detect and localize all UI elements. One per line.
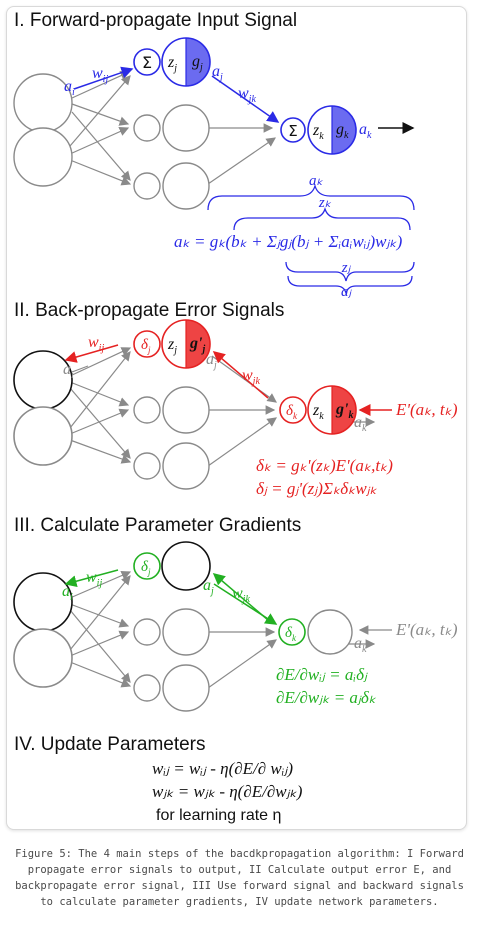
figure-card bbox=[6, 6, 467, 830]
gradient-formula-1: ∂E/∂wᵢⱼ = aᵢδⱼ bbox=[276, 665, 368, 684]
forward-neuron-k: Σ zk gk bbox=[280, 105, 357, 155]
label-error: E'(aₖ, tₖ) bbox=[395, 620, 458, 639]
forward-input-neurons bbox=[13, 73, 73, 187]
section-1-title: I. Forward-propagate Input Signal bbox=[14, 10, 297, 31]
forward-hidden-neurons bbox=[133, 104, 210, 210]
label-ai: ai bbox=[63, 361, 74, 381]
update-formula-2: wⱼₖ = wⱼₖ - η(∂E/∂wⱼₖ) bbox=[152, 782, 303, 801]
backward-network-edges bbox=[69, 347, 376, 467]
backward-formula-2: δⱼ = gⱼ'(zⱼ)Σₖδₖwⱼₖ bbox=[256, 479, 378, 498]
label-ai: ai bbox=[64, 78, 75, 98]
brace-ak: aₖ bbox=[309, 173, 324, 189]
forward-network-edges bbox=[69, 71, 276, 186]
section-4-title: IV. Update Parameters bbox=[14, 734, 206, 755]
label-wij: wij bbox=[88, 334, 104, 354]
svg-text:δj: δj bbox=[141, 337, 151, 355]
backward-formula-1: δₖ = gₖ'(zₖ)E'(aₖ,tₖ) bbox=[256, 456, 393, 475]
backward-labels: wij ai aj wjk ak E'(aₖ, tₖ) bbox=[63, 334, 458, 434]
label-ai: ai bbox=[62, 583, 73, 603]
brace-zk: zₖ bbox=[318, 195, 332, 211]
label-error: E'(aₖ, tₖ) bbox=[395, 400, 458, 419]
svg-text:gj: gj bbox=[192, 53, 203, 73]
brace-zj: zⱼ bbox=[341, 260, 352, 276]
svg-text:δj: δj bbox=[141, 559, 151, 577]
label-ak: ak bbox=[354, 635, 367, 655]
svg-text:gk: gk bbox=[336, 121, 349, 141]
section-2-title: II. Back-propagate Error Signals bbox=[14, 300, 284, 321]
svg-text:δk: δk bbox=[285, 625, 297, 643]
brace-aj-shape bbox=[287, 275, 413, 296]
label-wjk: wjk bbox=[242, 367, 260, 387]
svg-text:δk: δk bbox=[286, 403, 298, 421]
gradient-neuron-k: δk bbox=[278, 618, 306, 646]
update-formula-1: wᵢⱼ = wᵢⱼ - η(∂E/∂ wᵢⱼ) bbox=[152, 759, 293, 778]
svg-text:zk: zk bbox=[312, 122, 324, 142]
label-aj: aj bbox=[212, 63, 223, 83]
backprop-diagram: I. Forward-propagate Input Signal Σ zj g… bbox=[13, 10, 458, 824]
gradient-formula-2: ∂E/∂wⱼₖ = aⱼδₖ bbox=[276, 688, 377, 707]
gradient-network-edges bbox=[69, 570, 392, 689]
backward-input-neurons bbox=[13, 350, 73, 466]
label-wjk: wjk bbox=[232, 585, 250, 605]
label-ak: ak bbox=[354, 414, 367, 434]
forward-neuron-j: Σ zj gj bbox=[133, 37, 211, 87]
label-wij: wij bbox=[86, 569, 102, 589]
sum-symbol-j: Σ bbox=[142, 53, 152, 72]
forward-formula: aₖ = gₖ(bₖ + Σⱼgⱼ(bⱼ + Σᵢaᵢwᵢⱼ)wⱼₖ) bbox=[174, 232, 403, 251]
backward-hidden-neurons bbox=[133, 386, 210, 490]
svg-text:zk: zk bbox=[312, 402, 324, 422]
svg-text:g'j: g'j bbox=[189, 335, 205, 355]
gradient-input-neurons bbox=[13, 572, 73, 688]
forward-signal-arrows bbox=[73, 66, 415, 134]
section-3-title: III. Calculate Parameter Gradients bbox=[14, 515, 301, 536]
gradient-neuron-j: δj bbox=[133, 541, 211, 591]
gradient-hidden-neurons bbox=[133, 608, 353, 712]
forward-labels: ai wij aj wjk ak bbox=[64, 63, 372, 141]
label-wjk: wjk bbox=[238, 85, 256, 105]
backward-neuron-k: δk zk g'k bbox=[279, 385, 357, 435]
backward-error-arrows bbox=[64, 344, 392, 416]
label-wij: wij bbox=[92, 65, 108, 85]
svg-text:zj: zj bbox=[167, 54, 177, 74]
sum-symbol-k: Σ bbox=[288, 122, 297, 140]
gradient-labels: wij ai aj wjk ak E'(aₖ, tₖ) bbox=[62, 569, 458, 655]
update-note: for learning rate η bbox=[156, 807, 281, 824]
label-aj: aj bbox=[203, 577, 214, 597]
brace-aj: aⱼ bbox=[341, 284, 353, 300]
svg-text:g'k: g'k bbox=[335, 401, 353, 421]
forward-braces bbox=[207, 183, 415, 282]
label-ak: ak bbox=[359, 121, 372, 141]
svg-text:zj: zj bbox=[167, 336, 177, 356]
label-aj: aj bbox=[206, 351, 217, 371]
figure-caption: Figure 5: The 4 main steps of the bacdkp… bbox=[15, 848, 464, 908]
gradient-arrows bbox=[64, 569, 278, 625]
backward-neuron-j: δj zj g'j bbox=[133, 319, 211, 369]
